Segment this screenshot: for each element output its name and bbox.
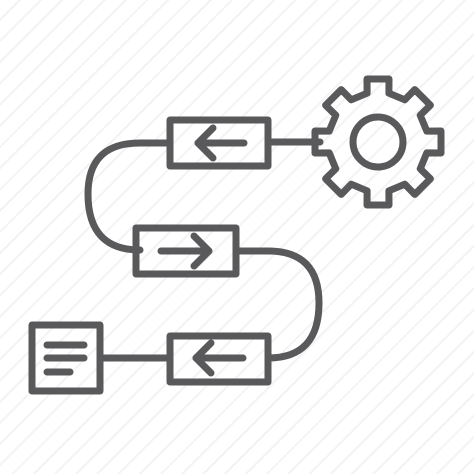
process-block-middle (132, 224, 240, 278)
curved-connector-left (84, 139, 174, 254)
gear-hole (349, 113, 407, 171)
arrow-left-icon (194, 124, 248, 162)
gear-icon (311, 75, 445, 209)
document-icon (28, 321, 104, 395)
process-block-top (166, 116, 272, 170)
curved-connector-right (232, 247, 323, 362)
gear-outline (311, 75, 445, 209)
process-block-bottom (166, 332, 272, 386)
arrow-right-icon (157, 232, 213, 270)
arrow-left-icon (192, 339, 247, 377)
document-frame (28, 321, 104, 395)
